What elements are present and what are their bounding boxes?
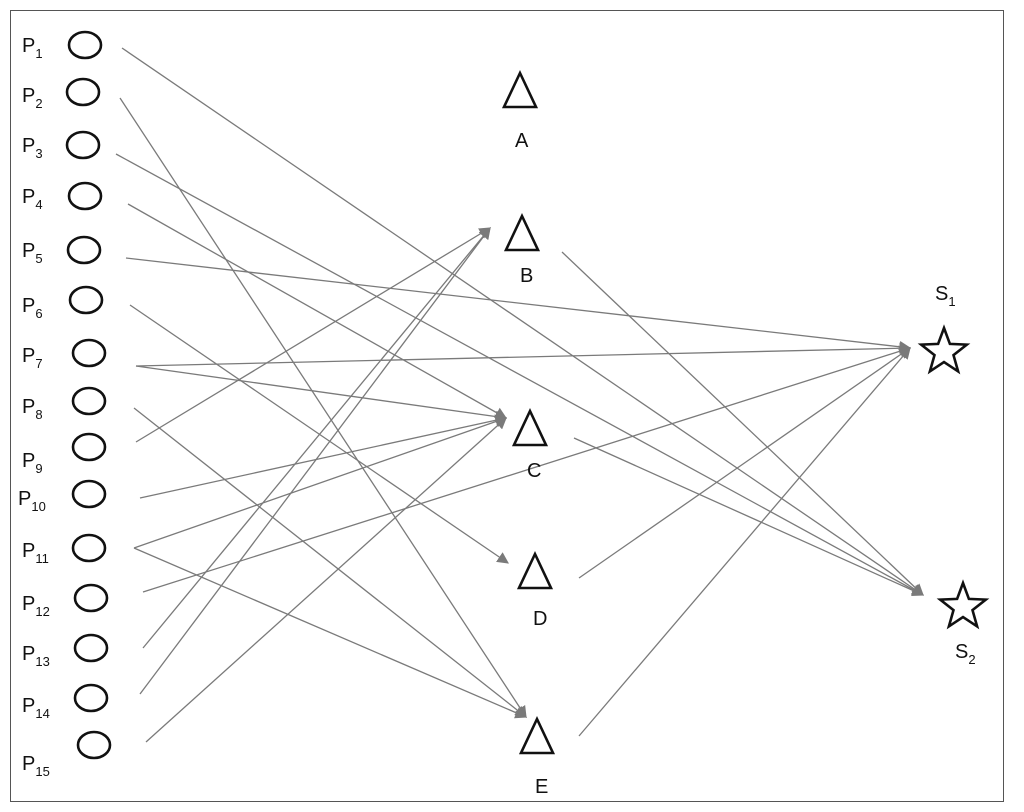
edge-p11-e	[133, 547, 528, 719]
source-label-p8: P8	[22, 396, 43, 422]
source-label-p13: P13	[22, 643, 50, 669]
source-node-p11	[71, 533, 107, 563]
edge-c-s2	[573, 437, 925, 597]
edge-p10-c	[139, 414, 508, 499]
edge-e-s1	[578, 347, 911, 737]
source-label-p12: P12	[22, 593, 50, 619]
source-node-p5	[66, 235, 102, 265]
source-node-p15	[76, 730, 112, 760]
source-label-p5: P5	[22, 240, 43, 266]
hub-label-a: A	[515, 130, 529, 152]
hub-node-a	[501, 69, 539, 109]
source-node-p1	[67, 30, 103, 60]
source-label-p1: P1	[22, 35, 43, 61]
source-label-p2: P2	[22, 85, 43, 111]
edge-p4-c	[127, 203, 508, 419]
source-label-p14: P14	[22, 695, 50, 721]
source-node-p13	[73, 633, 109, 663]
edge-b-s2	[561, 251, 924, 596]
source-node-p3	[65, 130, 101, 160]
source-node-p6	[68, 285, 104, 315]
source-node-p8	[71, 386, 107, 416]
source-label-p4: P4	[22, 186, 43, 212]
edge-layer	[115, 47, 925, 743]
source-label-p10: P10	[18, 488, 46, 514]
source-label-p6: P6	[22, 295, 43, 321]
sink-label-s1: S1	[935, 283, 956, 309]
edge-p1-s2	[121, 47, 924, 596]
edge-p7-c	[135, 365, 508, 423]
diagram-frame	[10, 10, 1004, 802]
source-node-p9	[71, 432, 107, 462]
source-node-p12	[73, 583, 109, 613]
hub-node-d	[516, 550, 554, 590]
edge-p2-e	[119, 97, 527, 718]
edge-p15-c	[145, 417, 507, 743]
hub-label-d: D	[533, 608, 547, 630]
hub-node-e	[518, 715, 556, 755]
source-node-p4	[67, 181, 103, 211]
source-node-p14	[73, 683, 109, 713]
edge-p14-b	[139, 227, 491, 695]
hub-node-c	[511, 407, 549, 447]
edge-d-s1	[578, 347, 911, 579]
edge-p9-b	[135, 227, 492, 443]
source-label-p9: P9	[22, 450, 43, 476]
hub-label-b: B	[520, 265, 533, 287]
source-label-p7: P7	[22, 345, 43, 371]
edge-p11-c	[133, 415, 508, 549]
edge-p7-s1	[135, 342, 912, 367]
source-label-p11: P11	[22, 540, 49, 566]
source-node-p2	[65, 77, 101, 107]
sink-node-s2	[936, 579, 990, 630]
hub-node-b	[503, 212, 541, 252]
hub-label-c: C	[527, 460, 541, 482]
source-node-p10	[71, 479, 107, 509]
edge-p5-s1	[125, 257, 912, 353]
source-label-p15: P15	[22, 753, 50, 779]
sink-label-s2: S2	[955, 641, 976, 667]
hub-label-e: E	[535, 776, 548, 798]
sink-node-s1	[917, 324, 971, 375]
source-label-p3: P3	[22, 135, 43, 161]
edge-p8-e	[133, 407, 527, 718]
edge-p12-s1	[142, 345, 912, 593]
edge-p13-b	[142, 227, 491, 649]
source-node-p7	[71, 338, 107, 368]
edge-p3-s2	[115, 153, 925, 596]
